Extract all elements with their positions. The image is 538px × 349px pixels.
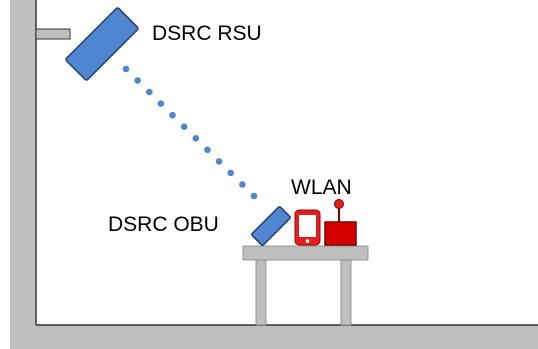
link-dot bbox=[146, 88, 153, 96]
link-dot bbox=[157, 100, 165, 107]
link-dot bbox=[134, 77, 141, 84]
obu-device bbox=[251, 206, 291, 246]
smartphone-icon bbox=[294, 209, 321, 246]
floor bbox=[10, 324, 538, 349]
rsu-device bbox=[65, 7, 139, 81]
table-top bbox=[242, 245, 369, 261]
link-dot bbox=[192, 135, 200, 142]
rsu-label: DSRC RSU bbox=[152, 22, 262, 45]
wlan-router-icon bbox=[324, 199, 357, 246]
link-dot bbox=[204, 146, 211, 154]
link-dot bbox=[227, 169, 234, 177]
wlan-label: WLAN bbox=[291, 176, 352, 199]
table-leg-right bbox=[340, 259, 352, 326]
dsrc-wireless-link bbox=[122, 65, 258, 200]
link-dot bbox=[169, 111, 176, 119]
link-dot bbox=[239, 181, 246, 188]
table bbox=[242, 245, 369, 326]
rsu-mount-bracket bbox=[35, 28, 71, 40]
link-dot bbox=[215, 158, 223, 165]
link-dot bbox=[250, 192, 258, 200]
link-dot bbox=[180, 123, 188, 130]
wall bbox=[10, 0, 37, 349]
floor-body bbox=[10, 325, 538, 349]
table-leg-left bbox=[255, 259, 267, 326]
link-dot bbox=[122, 65, 130, 73]
obu-label: DSRC OBU bbox=[108, 213, 219, 236]
wall-body bbox=[10, 0, 36, 349]
